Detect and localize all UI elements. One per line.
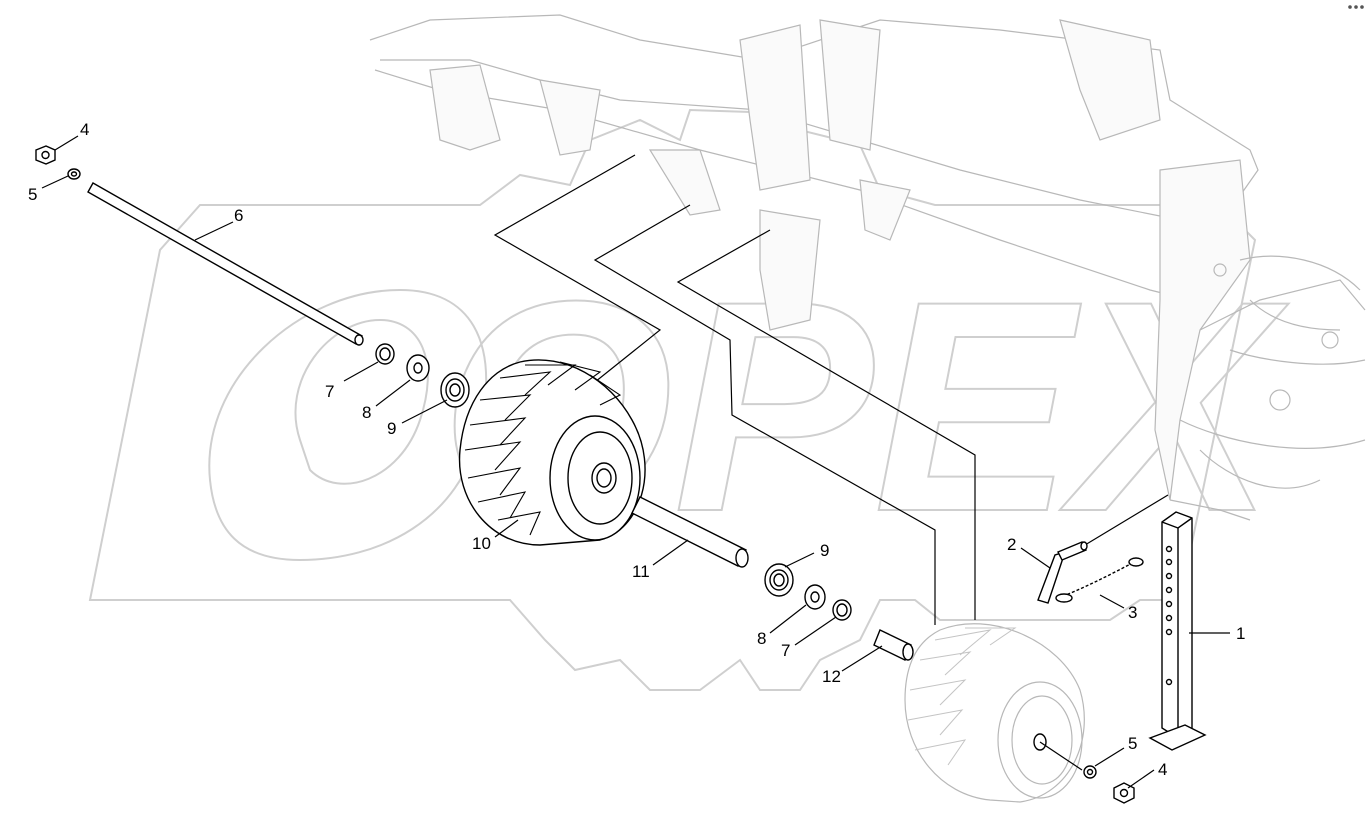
assembly-guide-lines — [493, 154, 1169, 625]
watermark-o-inner — [294, 318, 429, 485]
part-5-washer-bottom — [1083, 765, 1097, 779]
callout-9-left: 9 — [387, 419, 396, 438]
callout-7-right: 7 — [781, 641, 790, 660]
callout-6: 6 — [234, 206, 243, 225]
callout-11: 11 — [632, 562, 650, 581]
callout-1: 1 — [1236, 624, 1245, 643]
part-5-washer-top — [67, 168, 81, 180]
part-11-hub-tube — [631, 496, 749, 568]
part-9-bearing-right — [764, 563, 794, 597]
callout-8-right: 8 — [757, 629, 766, 648]
ghost-wheel-installed — [904, 623, 1085, 803]
ghost-machine-frame — [369, 14, 1366, 521]
part-2-lock-pin — [1037, 541, 1088, 604]
part-12-bushing — [873, 629, 914, 661]
leader-lines — [41, 135, 1230, 789]
callout-9-right: 9 — [820, 541, 829, 560]
callout-4-bottom: 4 — [1158, 760, 1167, 779]
callout-2: 2 — [1007, 535, 1016, 554]
callout-12: 12 — [822, 667, 841, 686]
callout-7-left: 7 — [325, 382, 334, 401]
callout-5-top: 5 — [28, 185, 37, 204]
callout-8-left: 8 — [362, 403, 371, 422]
part-1-jack-stand — [1148, 511, 1207, 751]
part-8-washer-right — [804, 584, 826, 610]
part-4-nut-top — [35, 145, 56, 165]
part-6-axle-shaft — [87, 182, 364, 346]
part-3-retaining-chain — [1055, 557, 1144, 603]
callout-3: 3 — [1128, 603, 1137, 622]
part-10-wheel — [458, 359, 646, 546]
callout-labels: 4 5 6 7 8 9 10 11 9 8 7 12 2 3 1 5 4 — [28, 120, 1245, 779]
callout-5-bottom: 5 — [1128, 734, 1137, 753]
callout-10: 10 — [472, 534, 491, 553]
part-9-bearing-left — [440, 372, 470, 408]
part-8-washer-left — [406, 354, 430, 382]
part-7-spacer-left — [375, 343, 395, 365]
part-7-spacer-right — [832, 599, 852, 621]
corner-marker — [1348, 5, 1364, 9]
callout-4-top: 4 — [80, 120, 89, 139]
